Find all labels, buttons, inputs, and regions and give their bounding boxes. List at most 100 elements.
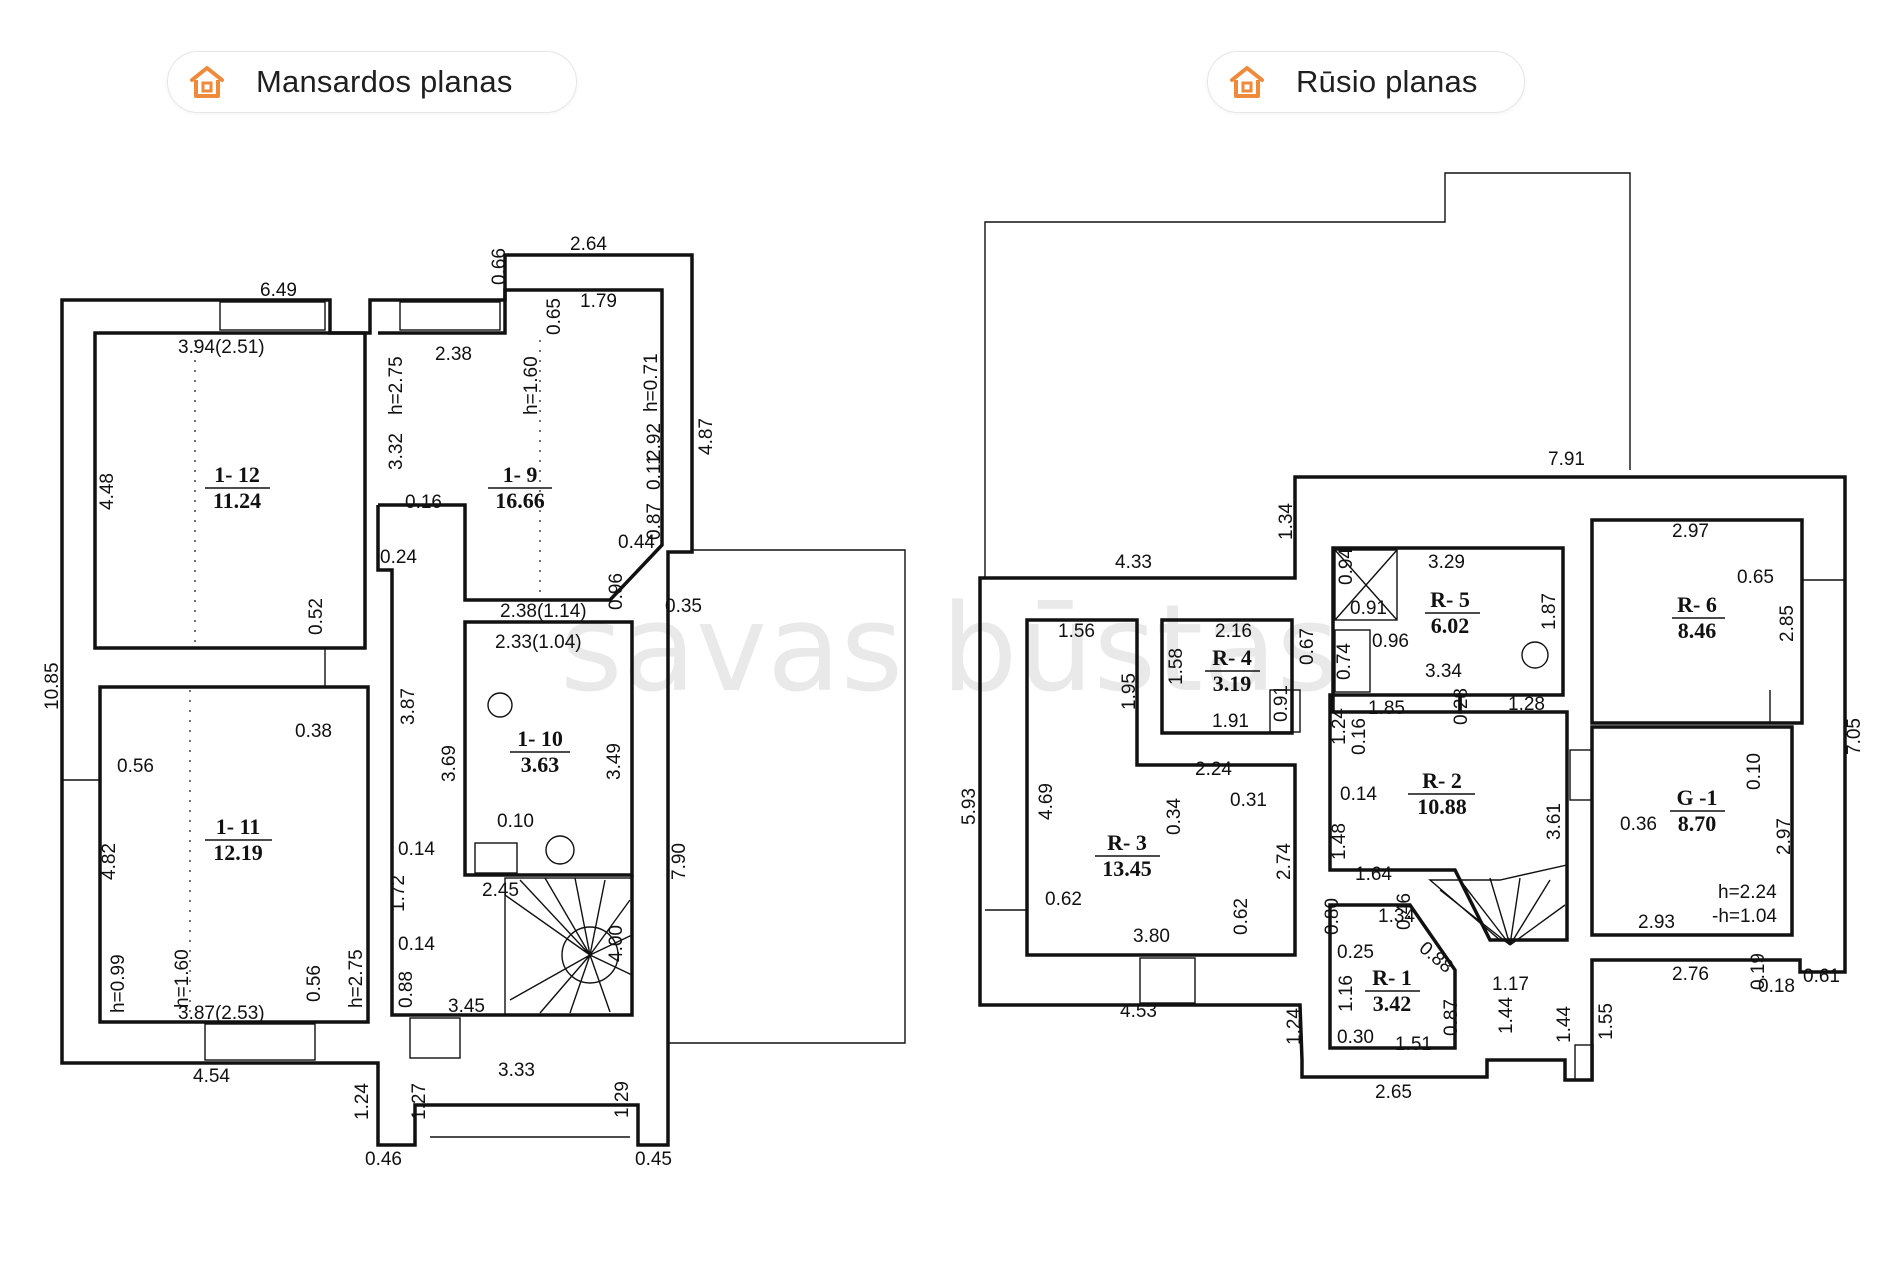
dim-label: 0.10 [497,811,534,832]
dim-label: 1.34 [1378,906,1415,927]
dim-label: 0.94 [1336,548,1357,585]
dim-label: h=0.99 [108,954,129,1013]
dim-label: 1.64 [1355,864,1392,885]
dim-label: 1.91 [1212,711,1249,732]
room-r3-id: R- 3 [1107,830,1147,855]
dim-label: 0.38 [295,721,332,742]
dim-label: 2.24 [1195,759,1232,780]
dim-label: h=2.24 [1718,882,1777,903]
dim-label: 0.30 [1337,1027,1374,1048]
dim-label: 1.51 [1395,1034,1432,1055]
dim-label: h=1.60 [521,356,542,415]
dim-label: 0.87 [644,503,665,540]
dim-label: 2.38(1.14) [500,601,587,622]
room-r2-id: R- 2 [1422,768,1462,793]
dim-label: 0.46 [1394,893,1415,930]
dim-label: 2.38 [435,344,472,365]
dim-label: 4.87 [696,418,717,455]
dim-label: 3.32 [386,433,407,470]
dim-label: 7.05 [1844,718,1865,755]
dim-label: 3.33 [498,1060,535,1081]
dim-label: 3.61 [1544,803,1565,840]
dim-label: 1.55 [1596,1003,1617,1040]
basement-plan: R- 5 6.02 R- 6 8.46 R- 4 3.19 R- 2 10.88… [959,172,1865,1103]
dim-label: 3.94(2.51) [178,337,265,358]
dim-label: 0.96 [606,573,627,610]
dim-label: 2.33(1.04) [495,632,582,653]
dim-label: 1.48 [1329,823,1350,860]
dim-label: 1.16 [1336,975,1357,1012]
dim-label: 3.80 [1133,926,1170,947]
dim-label: 0.62 [1231,898,1252,935]
room-1-10-id: 1- 10 [517,726,563,751]
dim-label: 0.16 [405,492,442,513]
dim-label: 0.10 [1744,753,1765,790]
dim-label: 1.24 [352,1083,373,1120]
dim-label: 1.17 [1492,974,1529,995]
room-r5-area: 6.02 [1431,613,1470,638]
dim-label: 0.66 [489,248,510,285]
room-r4-id: R- 4 [1212,645,1252,670]
dim-label: 2.76 [1672,964,1709,985]
dim-label: 0.62 [1045,889,1082,910]
room-r5-id: R- 5 [1430,587,1470,612]
dim-label: 4.48 [97,473,118,510]
dim-label: 4.53 [1120,1001,1157,1022]
dim-label: 0.31 [1230,790,1267,811]
room-r4-area: 3.19 [1213,671,1252,696]
basement-plan-tab[interactable]: Rūsio planas [1207,51,1525,113]
dim-label: 3.34 [1425,661,1462,682]
dim-label: 0.36 [1620,814,1657,835]
room-1-10-area: 3.63 [521,752,560,777]
dim-label: 7.91 [1548,449,1585,470]
room-1-9-area: 16.66 [495,488,545,513]
room-1-11-id: 1- 11 [216,814,261,839]
dim-label: 0.67 [1297,628,1318,665]
dim-label: 4.54 [193,1066,230,1087]
room-r6-area: 8.46 [1678,618,1717,643]
dim-label: 0.65 [1737,567,1774,588]
dim-label: 7.90 [669,843,690,880]
room-1-11-area: 12.19 [213,840,263,865]
dim-label: 0.28 [1451,688,1472,725]
dim-label: 1.24 [1284,1008,1305,1045]
room-r3-area: 13.45 [1102,856,1152,881]
dim-label: 3.87 [398,688,419,725]
dim-label: 2.74 [1274,843,1295,880]
dim-label: 1.72 [388,875,409,912]
dim-label: 0.14 [398,839,435,860]
dim-label: 1.79 [580,291,617,312]
dim-label: 0.65 [544,298,565,335]
room-r1-id: R- 1 [1372,965,1412,990]
dim-label: 1.29 [612,1081,633,1118]
dim-label: 0.46 [365,1149,402,1170]
dim-label: 3.45 [448,996,485,1017]
dim-label: 4.69 [1036,783,1057,820]
dim-label: 1.24 [1329,708,1350,745]
dim-label: 1.44 [1496,997,1517,1034]
dim-label: 0.34 [1164,798,1185,835]
dim-label: 3.29 [1428,552,1465,573]
dim-label: 0.80 [1322,898,1343,935]
attic-plan-tab[interactable]: Mansardos planas [167,51,577,113]
dim-label: 0.88 [396,971,417,1008]
room-1-12-area: 11.24 [213,488,261,513]
dim-label: 0.91 [1271,685,1292,722]
dim-label: 3.69 [439,745,460,782]
house-icon [1230,66,1264,98]
room-r1-area: 3.42 [1373,991,1412,1016]
dim-label: 1.56 [1058,621,1095,642]
room-1-9-id: 1- 9 [503,462,538,487]
dim-label: 3.87(2.53) [178,1003,265,1024]
dim-label: 1.58 [1166,648,1187,685]
dim-label: 0.35 [665,596,702,617]
dim-label: 2.64 [570,234,607,255]
dim-label: 1.28 [1508,694,1545,715]
dim-label: 0.74 [1334,643,1355,680]
dim-label: 1.95 [1119,673,1140,710]
dim-label: 4.00 [606,925,627,962]
dim-label: 0.52 [306,598,327,635]
dim-label: 2.85 [1777,605,1798,642]
basement-plan-title: Rūsio planas [1296,64,1478,99]
